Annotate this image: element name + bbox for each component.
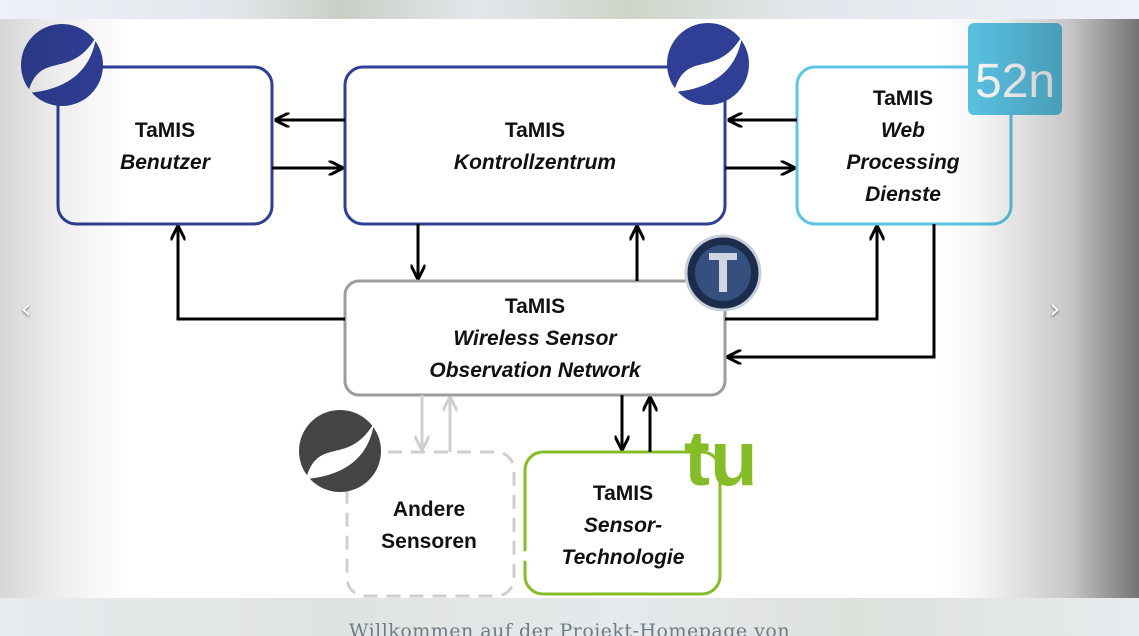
page-background-strip xyxy=(0,0,1139,19)
sensor-tech-title: TaMIS xyxy=(593,482,653,505)
box-andere-sensoren xyxy=(345,450,516,598)
carousel-prev-button[interactable]: ‹ xyxy=(20,292,32,325)
box-kontrollzentrum xyxy=(343,65,727,226)
logo-52n-text: 52n xyxy=(975,55,1055,108)
kontrollzentrum-subtitle: Kontrollzentrum xyxy=(454,151,616,174)
tamis-architecture-diagram: TaMIS Benutzer TaMIS Kontrollzentrum TaM… xyxy=(21,23,1062,598)
sensor-tech-line2: Sensor- xyxy=(584,514,662,537)
carousel-indicator[interactable] xyxy=(521,551,531,561)
logo-globe-emblem xyxy=(684,234,762,312)
logo-blue-swoosh-left xyxy=(21,24,103,106)
carousel-indicators xyxy=(521,551,549,561)
diagram-arrows-dashed xyxy=(422,395,450,452)
logo-52n: 52n xyxy=(968,23,1062,115)
diagram-arrows xyxy=(178,120,936,452)
image-carousel: TaMIS Benutzer TaMIS Kontrollzentrum TaM… xyxy=(0,19,1139,598)
box-wireless xyxy=(343,279,727,397)
carousel-indicator[interactable] xyxy=(539,551,549,561)
web-processing-line2: Web xyxy=(881,119,925,142)
benutzer-title: TaMIS xyxy=(135,119,195,142)
carousel-next-button[interactable]: › xyxy=(1049,292,1061,325)
welcome-heading: Willkommen auf der Projekt-Homepage von xyxy=(348,620,791,636)
box-benutzer xyxy=(56,65,274,226)
wireless-line2: Wireless Sensor xyxy=(453,327,618,350)
kontrollzentrum-title: TaMIS xyxy=(505,119,565,142)
web-processing-line3: Processing xyxy=(846,151,959,174)
andere-line1: Andere xyxy=(393,498,465,521)
sensor-tech-line3: Technologie xyxy=(562,546,685,569)
logo-blue-swoosh-right xyxy=(667,23,749,105)
web-processing-title: TaMIS xyxy=(873,87,933,110)
andere-line2: Sensoren xyxy=(381,530,477,553)
benutzer-subtitle: Benutzer xyxy=(120,151,212,174)
box-sensor-technologie xyxy=(523,450,722,596)
logo-gray-swoosh xyxy=(299,410,381,492)
welcome-section: Willkommen auf der Projekt-Homepage von xyxy=(0,598,1139,636)
web-processing-line4: Dienste xyxy=(865,183,941,206)
logo-tu: tu xyxy=(684,414,758,502)
wireless-line3: Observation Network xyxy=(429,359,642,382)
wireless-title: TaMIS xyxy=(505,295,565,318)
